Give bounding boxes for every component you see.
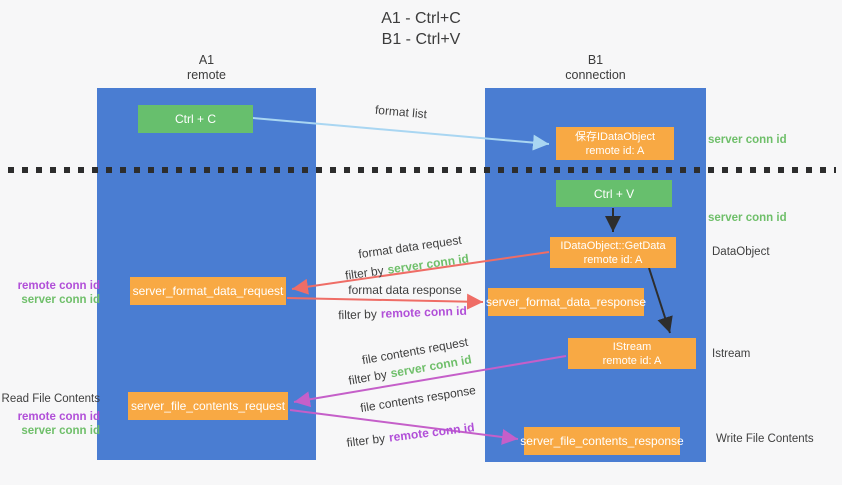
node-server-format-data-response: server_format_data_response [485,288,647,316]
annotation-istream: Istream [712,348,751,360]
annotation-read-file-contents: Read File Contents [1,393,100,405]
annotation-dataobject: DataObject [712,246,770,258]
lane-a1-name: A1 [198,53,215,67]
node-ctrl-v: Ctrl + V [556,180,672,207]
annotation-server-conn-id-top-right: server conn id [708,134,787,146]
arrow-getdata-to-istream [648,267,673,334]
file-request-label: server_file_contents_request [130,399,286,413]
node-server-file-contents-response: server_file_contents_response [520,427,684,455]
node-istream: IStream remote id: A [568,338,696,369]
label-format-data-response: format data response [348,283,462,297]
node-server-file-contents-request: server_file_contents_request [128,392,288,420]
getdata-line1: IDataObject::GetData [560,239,666,252]
lane-header-b1: B1 connection [485,53,706,83]
node-ctrl-c: Ctrl + C [138,105,253,133]
ctrl-c-label: Ctrl + C [174,112,216,126]
diagram-title: A1 - Ctrl+C B1 - Ctrl+V [0,8,842,50]
node-save-idataobject: 保存IDataObject remote id: A [556,127,674,160]
istream-line1: IStream [612,340,652,353]
file-response-label: server_file_contents_response [520,434,684,448]
annotation-conn-ids-left-2: remote conn id server conn id [0,410,100,438]
format-request-label: server_format_data_request [132,284,284,298]
title-line-1: A1 - Ctrl+C [381,10,461,27]
arrow-format-data-request [291,251,550,295]
arrow-format-data-response [286,293,484,310]
arrow-file-contents-request [293,355,567,408]
server-conn-id-left-2: server conn id [21,425,100,437]
annotation-write-file-contents: Write File Contents [716,433,814,445]
getdata-line2: remote id: A [583,253,643,266]
lane-b1-name: B1 [587,53,604,67]
arrow-format-list [252,117,550,151]
remote-conn-id-text: remote conn id [380,303,468,321]
format-response-label: server_format_data_response [485,295,647,309]
lane-b1-role: connection [565,68,626,82]
istream-line2: remote id: A [602,354,662,367]
lane-header-a1: A1 remote [97,53,316,83]
server-conn-id-left-1: server conn id [21,294,100,306]
save-idataobject-line2: remote id: A [585,144,645,157]
lane-a1-role: remote [187,68,226,82]
ctrl-v-label: Ctrl + V [593,186,635,201]
annotation-server-conn-id-mid-right: server conn id [708,212,787,224]
node-idataobject-getdata: IDataObject::GetData remote id: A [550,237,676,268]
save-idataobject-line1: 保存IDataObject [574,130,656,143]
annotation-conn-ids-left-1: remote conn id server conn id [0,279,100,307]
title-line-2: B1 - Ctrl+V [381,31,461,48]
remote-conn-id-left-2: remote conn id [17,411,100,423]
filter-by-text: filter by [337,306,378,323]
node-server-format-data-request: server_format_data_request [130,277,286,305]
remote-conn-id-left-1: remote conn id [17,280,100,292]
arrow-file-contents-response [289,409,519,445]
